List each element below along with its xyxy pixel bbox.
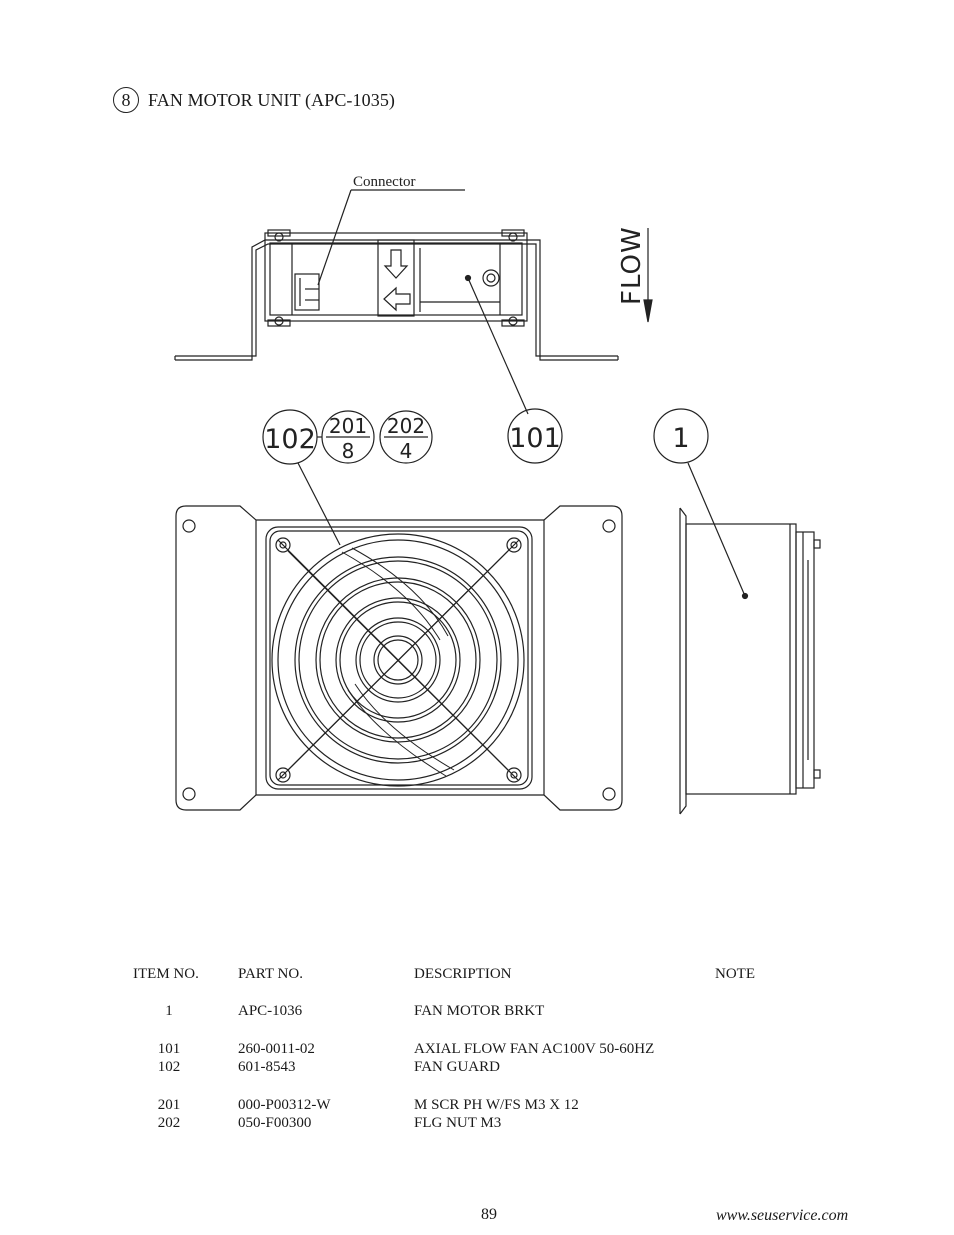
table-row-item: 1: [165, 1003, 173, 1019]
callout-4: 4: [400, 439, 413, 463]
page-number: 89: [481, 1206, 497, 1223]
table-row-item: 201: [157, 1097, 181, 1113]
table-row-part: 000-P00312-W: [238, 1097, 331, 1113]
table-row-part: 601-8543: [238, 1059, 296, 1075]
flow-arrow: FLOW: [617, 226, 653, 323]
header-item-no: ITEM NO.: [133, 966, 199, 982]
callout-8: 8: [342, 439, 355, 463]
top-view: Connector: [174, 174, 653, 415]
header-description: DESCRIPTION: [414, 966, 512, 982]
callout-1: 1: [672, 423, 689, 454]
section-number-badge: 8: [113, 87, 139, 113]
table-row-item: 102: [157, 1059, 181, 1075]
table-row-desc: AXIAL FLOW FAN AC100V 50-60HZ: [414, 1041, 655, 1057]
table-row-item: 202: [157, 1115, 181, 1131]
table-row-desc: FAN GUARD: [414, 1059, 500, 1075]
section-header: 8 FAN MOTOR UNIT (APC-1035): [113, 87, 395, 113]
website-footer: www.seuservice.com: [716, 1207, 849, 1224]
side-view: [679, 507, 821, 815]
table-row-desc: FLG NUT M3: [414, 1115, 502, 1131]
table-row-item: 101: [157, 1041, 181, 1057]
callout-102: 102: [264, 424, 316, 455]
table-row-part: 260-0011-02: [238, 1041, 315, 1057]
callout-101: 101: [509, 423, 561, 454]
header-note: NOTE: [715, 966, 755, 982]
callout-201: 201: [329, 414, 367, 438]
table-row-desc: FAN MOTOR BRKT: [414, 1003, 545, 1019]
flow-label: FLOW: [617, 226, 647, 305]
table-row-part: 050-F00300: [238, 1115, 312, 1131]
connector-label: Connector: [353, 174, 415, 190]
callout-202: 202: [387, 414, 425, 438]
front-view: [175, 505, 623, 811]
callouts: 102 201 8 202 4 101 1: [262, 408, 749, 600]
section-title: FAN MOTOR UNIT (APC-1035): [148, 89, 396, 110]
table-row-desc: M SCR PH W/FS M3 X 12: [414, 1097, 579, 1113]
table-row-part: APC-1036: [238, 1003, 303, 1019]
header-part-no: PART NO.: [238, 966, 303, 982]
